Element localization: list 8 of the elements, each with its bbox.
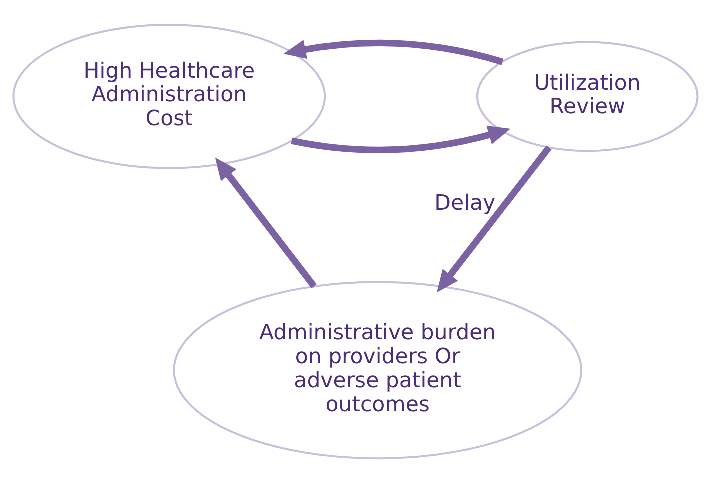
node-ellipse: High Healthcare Administration Cost <box>12 24 326 169</box>
arrow <box>436 145 552 292</box>
edge-label: Delay <box>434 190 496 216</box>
node-ellipse: Utilization Review <box>476 40 699 152</box>
arrow <box>284 39 504 65</box>
arrow <box>215 157 317 288</box>
arrow <box>291 125 511 153</box>
node-ellipse: Administrative burden on providers Or adverse patient outcomes <box>173 280 582 460</box>
